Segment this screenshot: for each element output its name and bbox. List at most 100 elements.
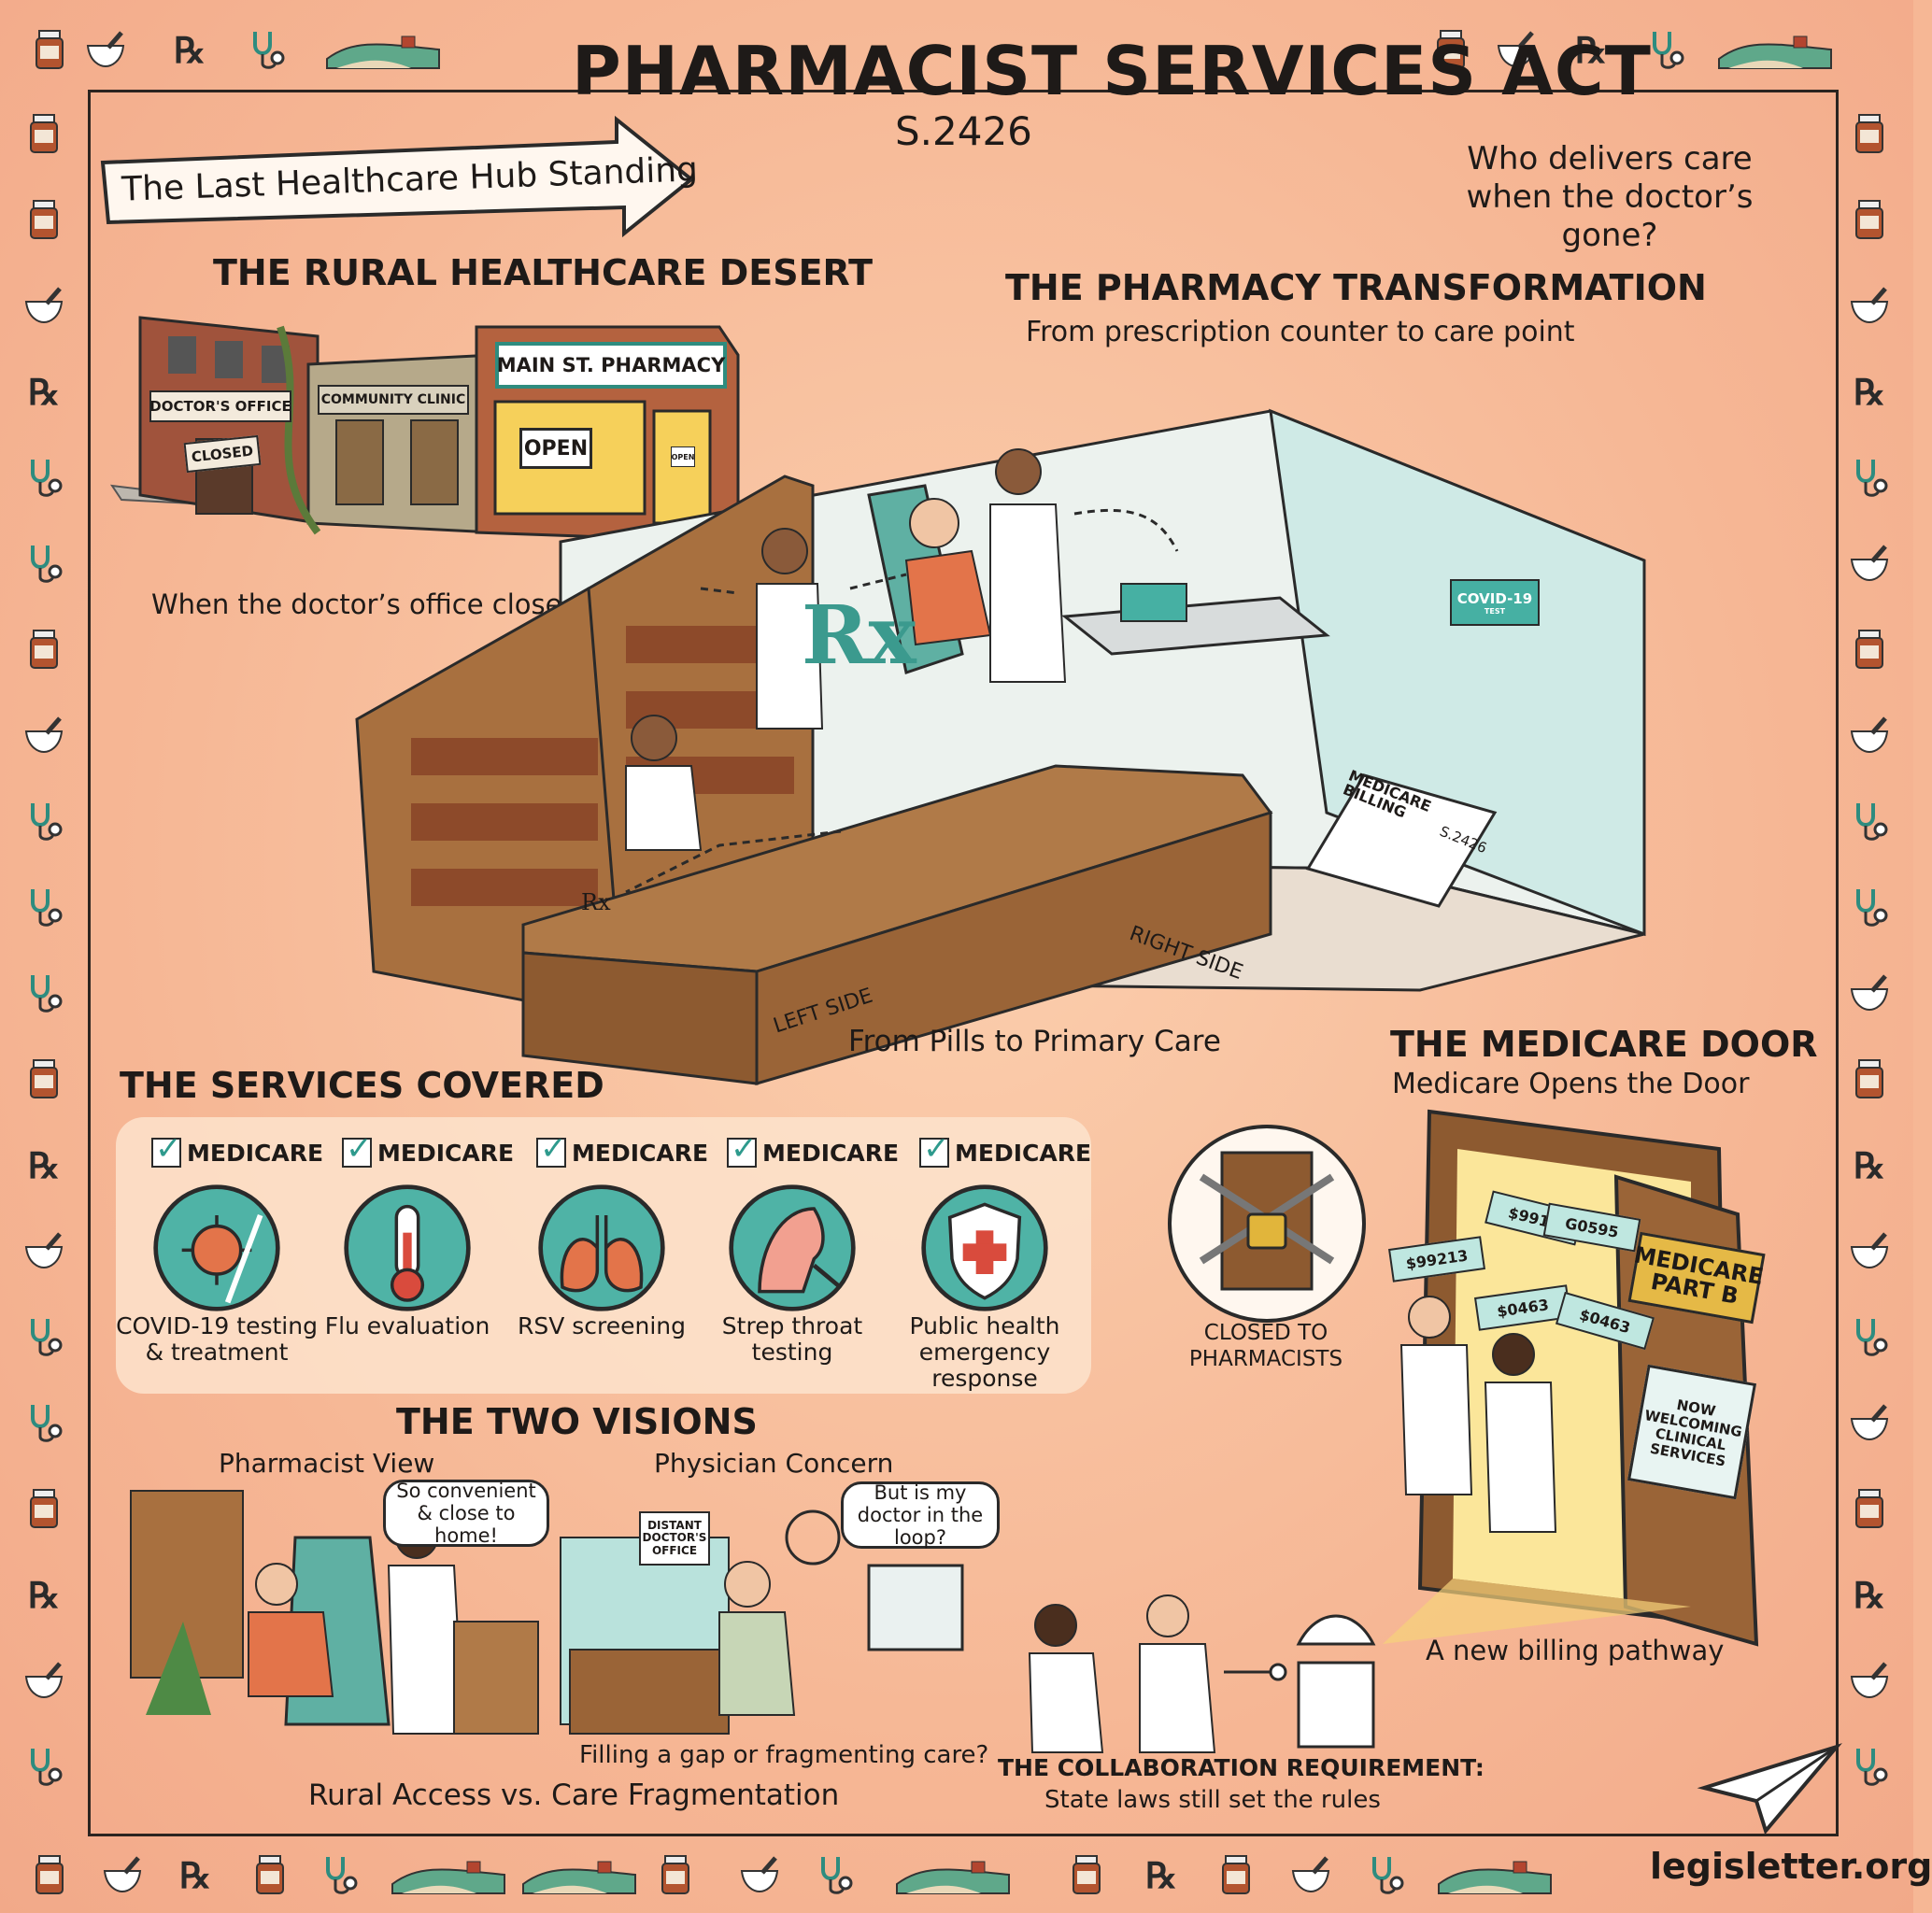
mortar-pestle-icon (22, 1659, 65, 1702)
desert-heading: THE RURAL HEALTHCARE DESERT (213, 252, 874, 293)
stethoscope-icon (1848, 1315, 1891, 1358)
open-sign: OPEN (519, 428, 592, 469)
pill-bottle-icon (28, 1853, 71, 1896)
check-icon (151, 1130, 182, 1168)
check-icon (727, 1130, 758, 1168)
mortar-pestle-icon (22, 1229, 65, 1272)
service-label: Strep throat testing (721, 1312, 863, 1366)
pill-bottle-icon (1848, 1487, 1891, 1530)
rx-icon: ℞ (27, 370, 61, 413)
pharmacist-speech-bubble: So convenient & close to home! (383, 1480, 549, 1547)
check-icon (342, 1130, 373, 1168)
rx-icon: ℞ (27, 1143, 61, 1186)
medicare-heading: THE MEDICARE DOOR (1390, 1024, 1818, 1065)
covid-test-box-label: COVID-19 (1456, 589, 1533, 607)
now-welcoming-sign: NOW WELCOMING CLINICAL SERVICES (1627, 1364, 1757, 1500)
farm-landscape-icon (1718, 28, 1832, 71)
stethoscope-icon (22, 1401, 65, 1444)
mortar-pestle-icon (1495, 28, 1538, 71)
pill-bottle-icon (1215, 1853, 1257, 1896)
visions-question-caption: Filling a gap or fragmenting care? (579, 1741, 989, 1769)
bag-rx-symbol: Rx (581, 889, 611, 915)
shield-cross-icon (919, 1183, 1050, 1313)
transformation-subheading: From prescription counter to care point (1026, 316, 1575, 348)
rx-icon: ℞ (1853, 1573, 1886, 1616)
physician-speech-bubble: But is my doctor in the loop? (841, 1481, 1000, 1549)
mortar-pestle-icon (1848, 542, 1891, 585)
mortar-pestle-icon (1848, 714, 1891, 757)
visions-caption: Rural Access vs. Care Fragmentation (308, 1778, 840, 1812)
virus-swab-icon (151, 1183, 282, 1313)
mortar-pestle-icon (1848, 1401, 1891, 1444)
stethoscope-icon (22, 1745, 65, 1788)
pill-bottle-icon (22, 112, 65, 155)
doctors-office-sign: DOCTOR'S OFFICE (149, 390, 291, 422)
pharmacist-view-illustration (130, 1490, 539, 1735)
mortar-pestle-icon (1848, 971, 1891, 1014)
rx-icon: ℞ (1144, 1853, 1178, 1896)
covid-test-box: COVID-19 TEST (1450, 579, 1540, 626)
service-medicare-badge: MEDICARE (342, 1130, 515, 1168)
rx-symbol: Rx (802, 588, 916, 683)
mortar-pestle-icon (1848, 284, 1891, 327)
pill-bottle-icon (1065, 1853, 1108, 1896)
covid-test-box-small: TEST (1484, 606, 1506, 616)
medicare-badge-text: MEDICARE (187, 1139, 324, 1167)
check-icon (536, 1130, 567, 1168)
pill-bottle-icon (1848, 112, 1891, 155)
mortar-pestle-icon (101, 1853, 144, 1896)
farm-landscape-icon (1438, 1853, 1552, 1896)
physician-concern-label: Physician Concern (654, 1448, 894, 1479)
bill-number: S.2426 (895, 108, 1032, 154)
distant-office-sign: DISTANT DOCTOR'S OFFICE (639, 1511, 710, 1566)
lungs-icon (536, 1183, 667, 1313)
stethoscope-icon (318, 1853, 361, 1896)
service-label: Public health emergency response (909, 1312, 1060, 1392)
mortar-pestle-icon (22, 714, 65, 757)
medicare-door-illustration (1383, 1109, 1759, 1647)
check-icon (919, 1130, 950, 1168)
stethoscope-icon (1644, 28, 1687, 71)
service-medicare-badge: MEDICARE (919, 1130, 1092, 1168)
stethoscope-icon (22, 456, 65, 499)
pill-bottle-icon (1848, 628, 1891, 671)
pharmacy-sign: MAIN ST. PHARMACY (495, 342, 727, 389)
rx-icon: ℞ (178, 1853, 212, 1896)
stethoscope-icon (1848, 456, 1891, 499)
question-line-1: Who delivers care when the doctor’s gone… (1466, 140, 1754, 254)
medicare-badge-text: MEDICARE (955, 1139, 1092, 1167)
collaboration-illustration (1028, 1594, 1376, 1753)
stethoscope-icon (22, 886, 65, 928)
stethoscope-icon (22, 1315, 65, 1358)
banner-arrow (100, 115, 695, 238)
pill-bottle-icon (1848, 198, 1891, 241)
services-heading: THE SERVICES COVERED (120, 1065, 604, 1106)
visions-heading: THE TWO VISIONS (396, 1401, 758, 1442)
collaboration-heading: THE COLLABORATION REQUIREMENT: (998, 1754, 1485, 1781)
pill-bottle-icon (249, 1853, 291, 1896)
mortar-pestle-icon (22, 284, 65, 327)
throat-swab-icon (727, 1183, 858, 1313)
service-label: Flu evaluation (324, 1312, 490, 1339)
door-open-sign: OPEN (671, 446, 695, 467)
stethoscope-icon (813, 1853, 856, 1896)
medicare-badge-text: MEDICARE (377, 1139, 515, 1167)
rx-icon: ℞ (1574, 28, 1608, 71)
stethoscope-icon (1848, 800, 1891, 843)
pill-bottle-icon (22, 628, 65, 671)
collaboration-subheading: State laws still set the rules (1044, 1786, 1381, 1814)
site-url[interactable]: legisletter.org (1650, 1846, 1932, 1887)
rx-icon: ℞ (27, 1573, 61, 1616)
stethoscope-icon (22, 971, 65, 1014)
service-label: COVID-19 testing & treatment (116, 1312, 318, 1366)
transformation-caption: From Pills to Primary Care (848, 1025, 1221, 1058)
thermometer-icon (342, 1183, 473, 1313)
medicare-subheading: Medicare Opens the Door (1392, 1068, 1750, 1100)
community-clinic-sign: COMMUNITY CLINIC (318, 385, 469, 415)
pill-bottle-icon (22, 198, 65, 241)
mortar-pestle-icon (1848, 1659, 1891, 1702)
pill-bottle-icon (22, 1057, 65, 1100)
stethoscope-icon (1848, 1745, 1891, 1788)
medicare-badge-text: MEDICARE (762, 1139, 900, 1167)
closed-to-pharmacists-caption: CLOSED TO PHARMACISTS (1188, 1321, 1343, 1371)
